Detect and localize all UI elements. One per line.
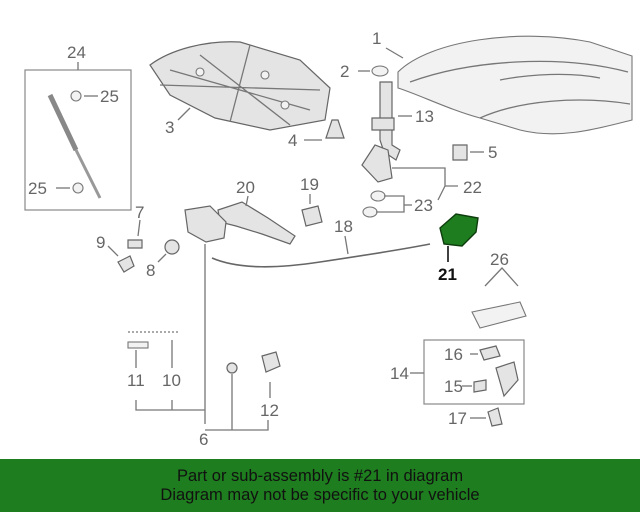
support-strut-part[interactable] [47,93,102,199]
leader-18 [344,235,349,255]
bolt-7-part[interactable] [127,239,143,249]
safety-catch-part[interactable] [217,201,296,245]
callout-26: 26 [490,250,509,269]
callout-19: 19 [300,175,319,194]
callout-18: 18 [334,217,353,236]
bracket-23 [376,195,405,213]
spring-clip-part[interactable] [127,341,149,349]
latch-part[interactable] [184,205,227,243]
banner-line-1: Part or sub-assembly is #21 in diagram [176,466,464,485]
callout-6: 6 [199,430,208,449]
latch-group-box [423,339,525,405]
highlighted-part-21[interactable] [439,213,479,247]
release-handle-part[interactable] [301,205,323,227]
leader-7 [137,219,141,237]
callout-24: 24 [67,43,86,62]
part-15[interactable] [473,379,487,393]
callout-2: 2 [340,62,349,81]
callout-21: 21 [438,265,457,284]
latch-lever-part[interactable] [495,361,519,398]
hinge-part[interactable] [371,81,401,161]
release-cable-part[interactable] [211,243,431,268]
bracket-22 [392,167,458,201]
leader-1 [385,47,404,59]
spacer-23b-part[interactable] [362,206,378,218]
hood-part[interactable] [397,35,633,135]
bumper-8-part[interactable] [164,239,180,255]
leader-12-join [205,374,269,431]
callout-15: 15 [444,377,463,396]
callout-20: 20 [236,178,255,197]
callout-22: 22 [463,178,482,197]
wiring-12-part[interactable] [261,351,281,373]
callout-10: 10 [162,371,181,390]
callout-25b: 25 [28,179,47,198]
handle-26-part[interactable] [471,301,527,329]
callout-1: 1 [372,29,381,48]
callout-12: 12 [260,401,279,420]
clip-4-part[interactable] [325,119,345,139]
callout-25a: 25 [100,87,119,106]
part-17[interactable] [487,407,503,427]
callout-11: 11 [127,371,145,390]
grommet-2-part[interactable] [371,65,389,77]
callout-13: 13 [415,107,434,126]
callout-23: 23 [414,196,433,215]
callout-17: 17 [448,409,467,428]
callout-8: 8 [146,261,155,280]
callout-5: 5 [488,143,497,162]
callout-14: 14 [390,364,409,383]
parts-diagram-svg: 1 2 3 4 13 23 22 5 24 25 25 [24,29,633,449]
bracket-26 [484,267,519,287]
info-banner: Part or sub-assembly is #21 in diagram D… [0,459,640,512]
hinge-bracket-part[interactable] [361,144,393,183]
leader-8 [157,253,167,263]
callout-3: 3 [165,118,174,137]
banner-line-2: Diagram may not be specific to your vehi… [160,485,480,504]
callout-9: 9 [96,233,105,252]
parts-diagram: 1 2 3 4 13 23 22 5 24 25 25 [24,29,633,449]
part-16[interactable] [479,345,501,361]
insulator-part[interactable] [149,41,331,131]
ball-stud-25b-part[interactable] [72,182,84,194]
leader-11-10-join [135,400,205,411]
nut-9-part[interactable] [117,255,135,273]
callout-4: 4 [288,131,297,150]
leader-20 [245,195,249,207]
callout-16: 16 [444,345,463,364]
bumper-5-part[interactable] [452,144,468,161]
ball-stud-25a-part[interactable] [70,90,82,102]
bolt-12-part[interactable] [226,362,238,374]
spacer-23a-part[interactable] [370,190,386,202]
leader-9 [107,245,119,257]
callout-7: 7 [135,203,144,222]
leader-3 [177,107,191,121]
